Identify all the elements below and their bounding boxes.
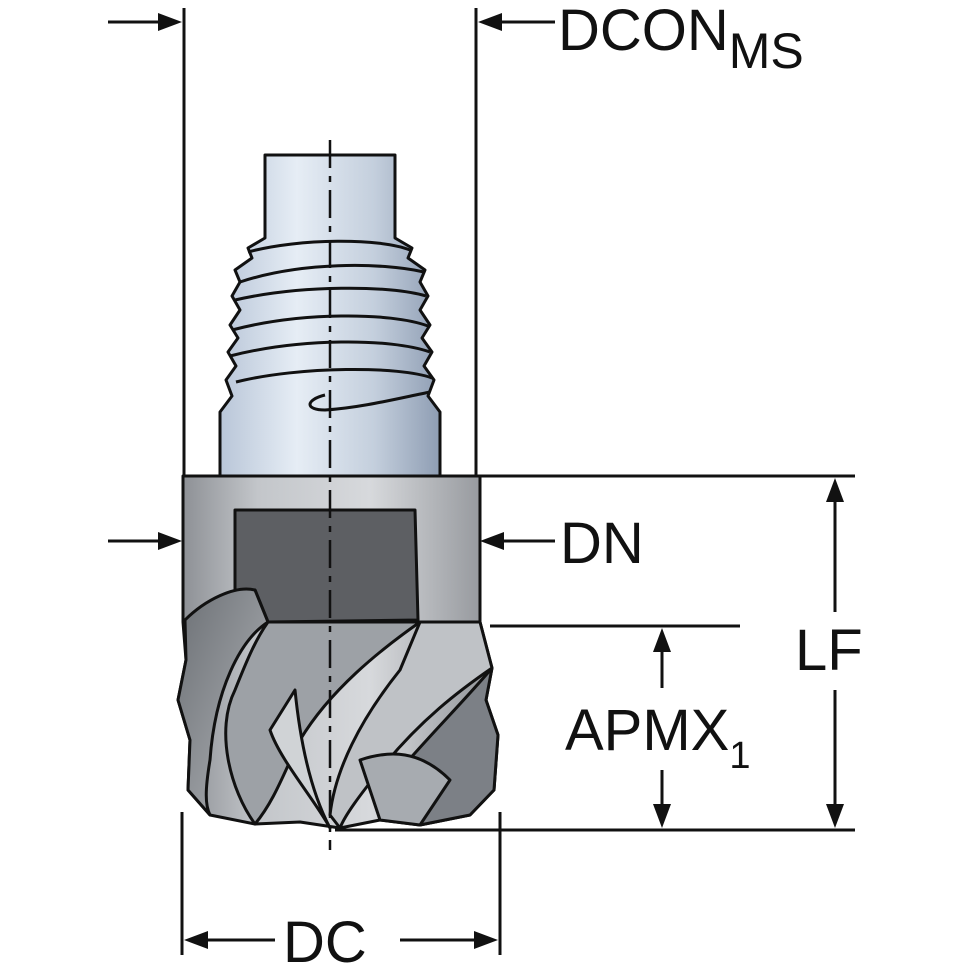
apmx-arrow-top: [653, 628, 671, 652]
apmx-arrow-bottom: [653, 804, 671, 828]
flute-6: [358, 752, 452, 827]
lf-label: LF: [795, 618, 863, 683]
dn-arrow-left: [158, 532, 182, 550]
flute-1: [176, 587, 270, 817]
dcon-arrow-right: [478, 13, 502, 31]
arrowheads: [158, 13, 844, 949]
dc-arrow-right: [474, 931, 498, 949]
lf-arrow-top: [826, 478, 844, 502]
dcon-label: DCONMS: [558, 0, 804, 79]
dc-arrow-left: [184, 931, 208, 949]
dcon-arrow-left: [158, 13, 182, 31]
thread-helix: [229, 239, 433, 412]
apmx-subscript: 1: [729, 735, 750, 777]
lf-arrow-bottom: [826, 804, 844, 828]
milling-head: [176, 153, 500, 830]
dimension-lines: [108, 8, 855, 955]
dn-arrow-right: [480, 532, 504, 550]
flute-2: [224, 620, 422, 826]
dn-label: DN: [560, 511, 644, 576]
apmx-label: APMX1: [565, 698, 751, 777]
dc-label: DC: [283, 910, 367, 971]
dcon-subscript: MS: [729, 23, 804, 79]
